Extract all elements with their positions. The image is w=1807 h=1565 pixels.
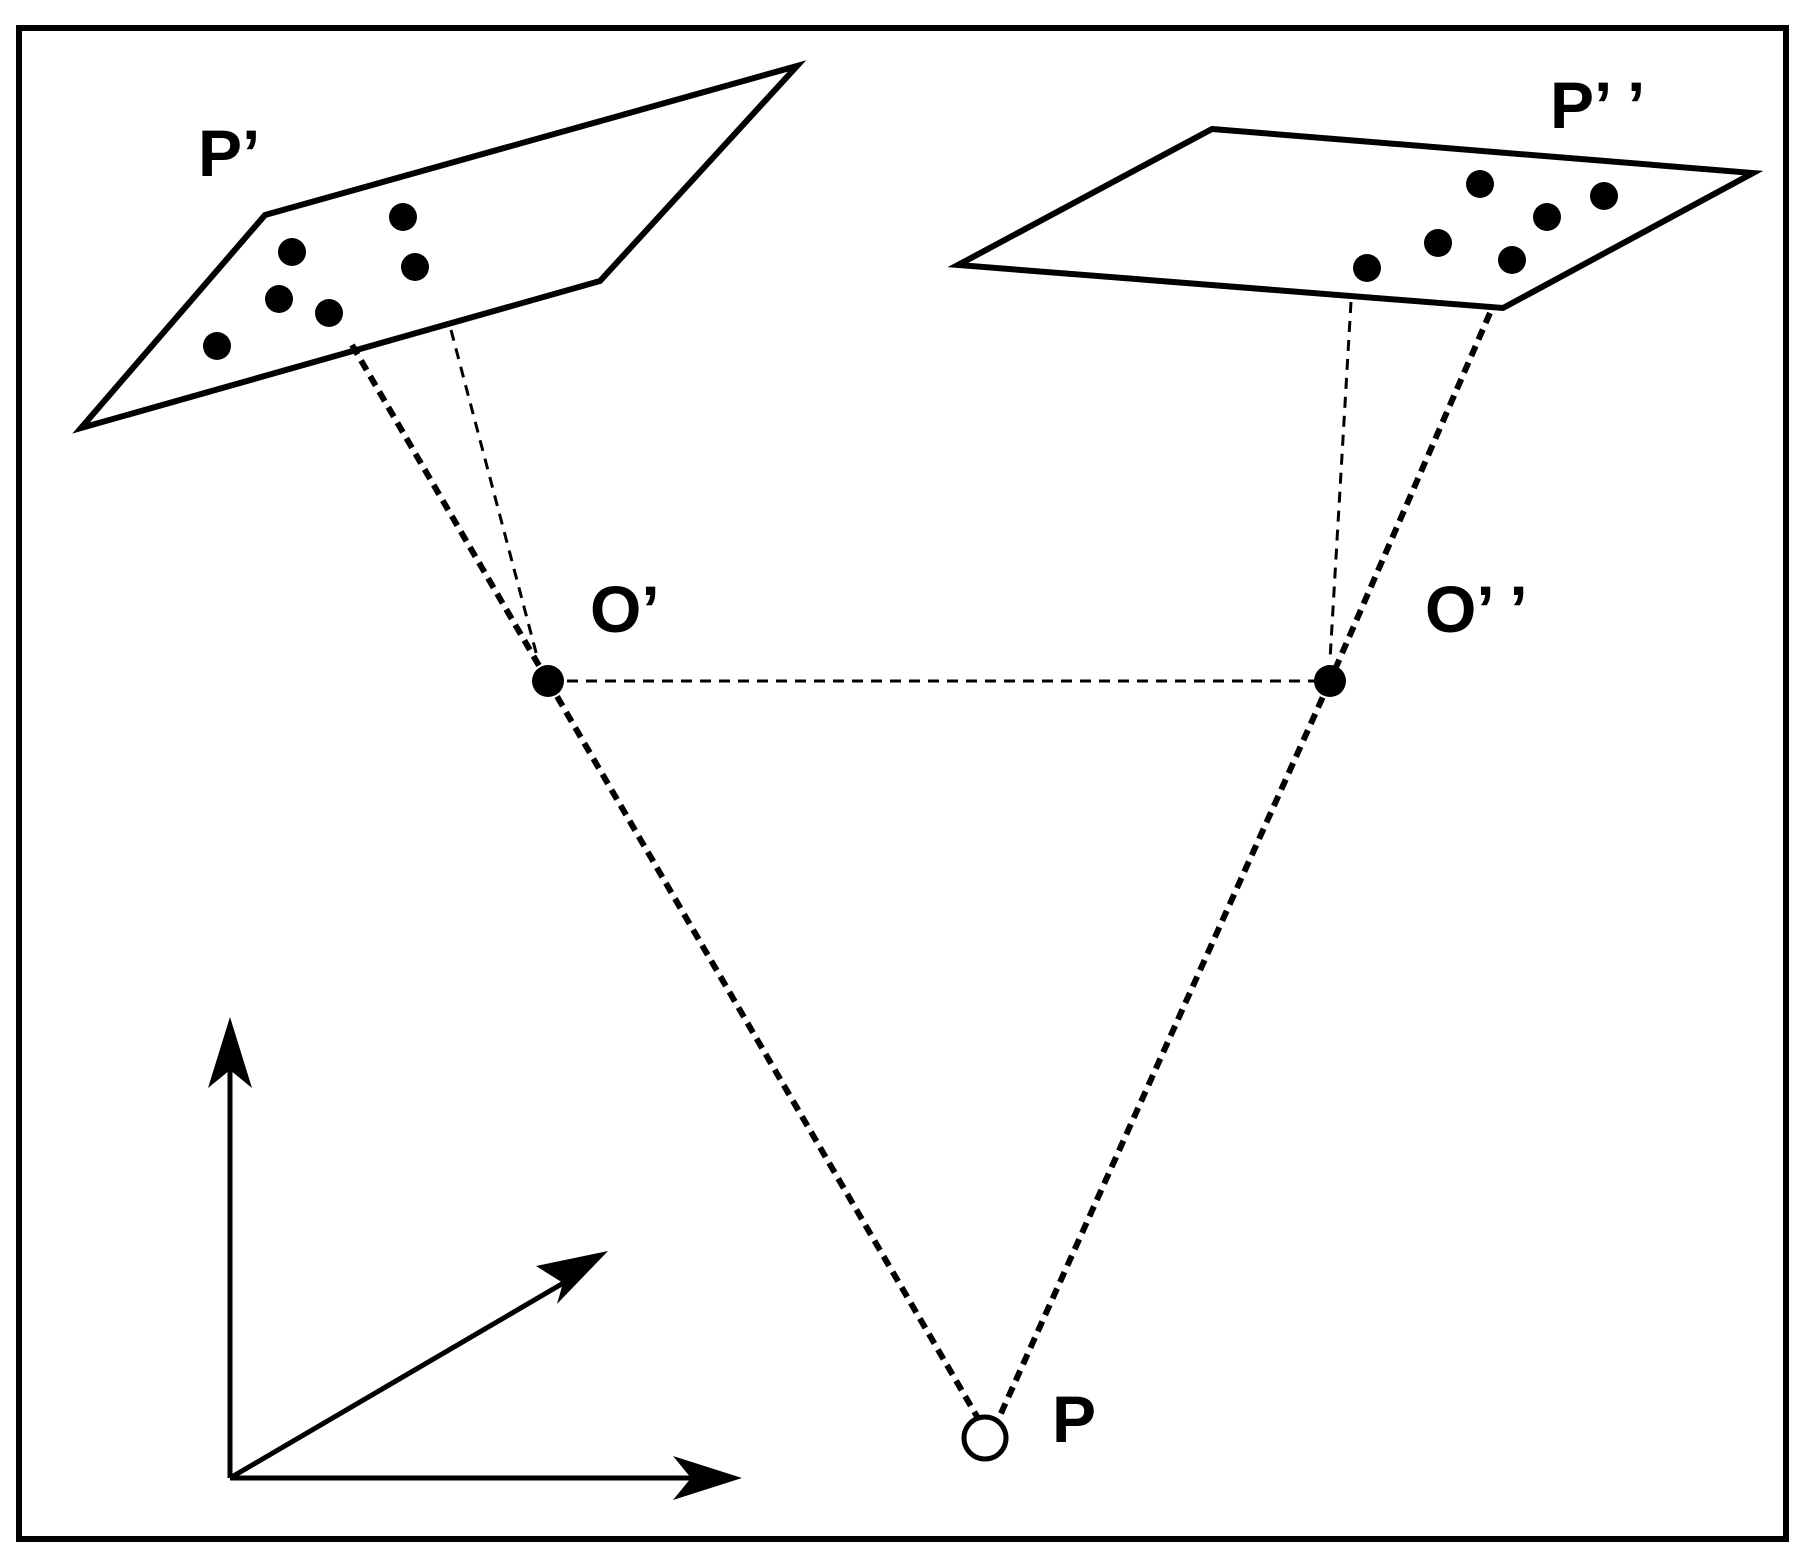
axis-horizontal-arrowhead bbox=[673, 1456, 742, 1500]
right-plane-point bbox=[1590, 182, 1618, 210]
left-plane-points bbox=[203, 203, 429, 360]
right-image-plane bbox=[947, 125, 1764, 312]
frame-border bbox=[16, 25, 1789, 1542]
right-plane-point bbox=[1466, 170, 1494, 198]
object-point bbox=[961, 1414, 1009, 1462]
right-ray-upper bbox=[1327, 311, 1493, 683]
coordinate-axes bbox=[208, 1017, 742, 1500]
axis-vertical-arrowhead bbox=[208, 1017, 252, 1088]
right-plane-point bbox=[1424, 229, 1452, 257]
left-thin-ray bbox=[449, 329, 540, 661]
left-plane-point bbox=[315, 299, 343, 327]
axis-depth-arrowhead bbox=[536, 1251, 608, 1304]
left-plane-point bbox=[278, 238, 306, 266]
object-point-label: P bbox=[1052, 1382, 1096, 1456]
right-center-label: O’ ’ bbox=[1425, 572, 1528, 646]
right-thin-ray bbox=[1328, 301, 1353, 661]
left-image-plane bbox=[72, 60, 807, 434]
right-ray-lower bbox=[995, 679, 1333, 1422]
right-plane-point bbox=[1353, 254, 1381, 282]
axis-depth bbox=[228, 1275, 574, 1481]
left-plane-point bbox=[265, 285, 293, 313]
left-plane-point bbox=[203, 332, 231, 360]
left-center-label: O’ bbox=[590, 572, 660, 646]
left-plane-point bbox=[401, 253, 429, 281]
right-plane-points bbox=[1353, 170, 1618, 282]
left-ray-upper bbox=[349, 343, 551, 683]
left-plane-point bbox=[389, 203, 417, 231]
left-plane-label: P’ bbox=[198, 116, 260, 190]
right-projection-center bbox=[1314, 665, 1346, 697]
left-projection-center bbox=[532, 665, 564, 697]
right-plane-point bbox=[1498, 246, 1526, 274]
right-plane-label: P’ ’ bbox=[1550, 68, 1645, 142]
left-ray-lower bbox=[545, 679, 982, 1422]
right-plane-point bbox=[1533, 203, 1561, 231]
